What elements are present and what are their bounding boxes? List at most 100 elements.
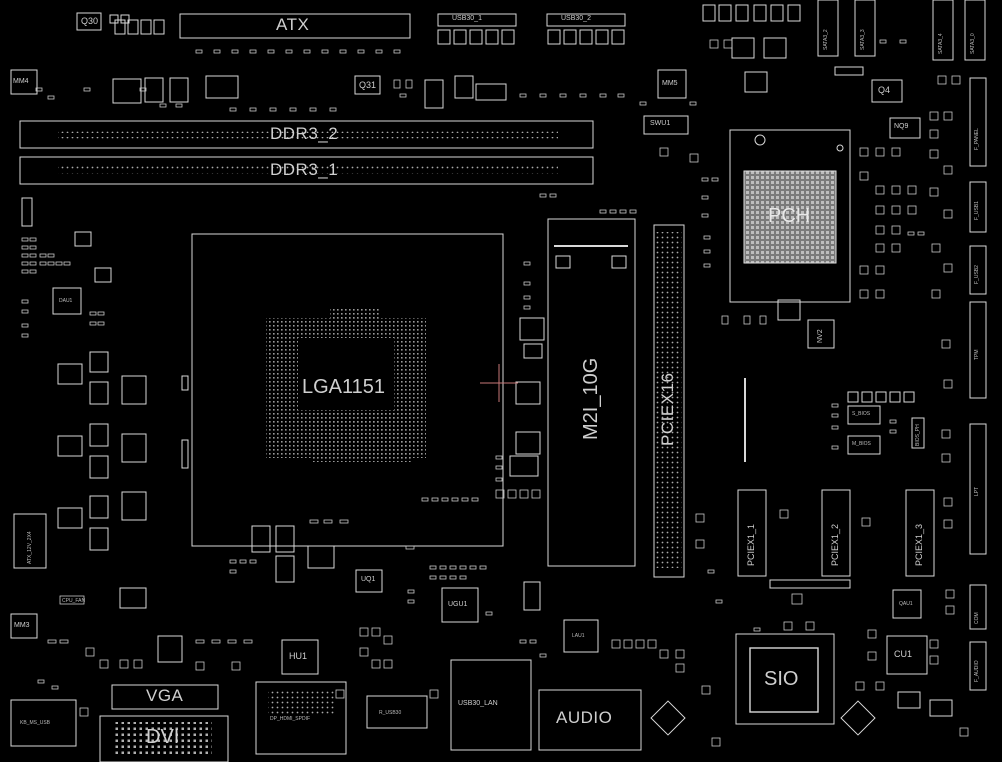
q4-component	[871, 79, 903, 103]
atx-12v-connector	[13, 513, 47, 569]
qau1-component	[892, 589, 922, 619]
m-bios-label: M_BIOS	[852, 441, 871, 447]
dp-hdmi-spdif-port	[255, 681, 347, 755]
pciex16-label: PCIEX16	[658, 372, 677, 446]
qau1-label: QAU1	[899, 601, 913, 607]
cu1-component	[886, 635, 928, 675]
vga-label: VGA	[146, 686, 184, 705]
nq9-label: NQ9	[894, 123, 909, 130]
ddr3-2-label: DDR3_2	[270, 124, 339, 143]
hu1-label: HU1	[289, 651, 308, 661]
usb30-2-header	[546, 13, 626, 27]
m2-slot-label: M2I_10G	[580, 357, 602, 440]
ddr3-2-slot	[19, 120, 594, 149]
pch-chip	[743, 170, 837, 264]
sata3-3-label: SATA3_3	[860, 29, 866, 50]
pciex1-2-label: PCIEX1_2	[830, 523, 840, 566]
q31-component	[354, 75, 381, 95]
pciex1-3-slot	[905, 489, 935, 577]
swu1-label: SWU1	[650, 120, 671, 127]
r-usb30-label: R_USB30	[379, 710, 402, 716]
f-audio-label: F_AUDIO	[974, 660, 980, 682]
pciex1-3-label: PCIEX1_3	[914, 523, 924, 566]
usb30-lan-label: USB30_LAN	[458, 700, 498, 707]
lau1-component	[563, 619, 599, 653]
dvi-port	[99, 715, 229, 762]
f-usb2-label: F_USB2	[974, 265, 980, 284]
pciex1-1-slot	[737, 489, 767, 577]
atx-12v-label: ATX_12V_2X4	[27, 531, 33, 564]
lpt-label: LPT	[974, 486, 980, 496]
lau1-label: LAU1	[572, 633, 585, 639]
mm5-label: MM5	[662, 80, 678, 87]
nq9-component	[889, 117, 921, 139]
mm3-label: MM3	[14, 622, 30, 629]
tpm-label: TPM	[974, 349, 980, 360]
usb30-1-label: USB30_1	[452, 15, 482, 22]
sata3-2-label: SATA3_2	[823, 29, 829, 50]
sata3-0-label: SATA3_0	[970, 33, 976, 54]
f-audio-header	[969, 641, 987, 691]
com-header	[969, 584, 987, 630]
uq1-component	[355, 569, 383, 593]
bios-ph-label: BIOS_PH	[915, 424, 921, 446]
f-panel-label: F_PANEL	[974, 128, 980, 150]
lpt-header	[969, 423, 987, 555]
pch-outline	[729, 129, 851, 303]
uq1-label: UQ1	[361, 576, 376, 583]
sata3-0-connector	[964, 0, 986, 61]
m-bios-chip	[847, 435, 881, 455]
usb30-lan-port	[450, 659, 532, 751]
dau1-label: DAU1	[59, 298, 73, 304]
atx-connector	[179, 13, 411, 39]
dvi-label: DVI	[146, 726, 180, 748]
tpm-header	[969, 301, 987, 399]
mm4-label: MM4	[13, 78, 29, 85]
sio-chip	[749, 647, 819, 713]
m2-slot	[547, 218, 636, 567]
vga-port	[111, 684, 219, 710]
lga1151-label: LGA1151	[302, 376, 386, 398]
cu1-label: CU1	[894, 649, 913, 659]
ddr3-1-label: DDR3_1	[270, 160, 339, 179]
cpu-fan-label: CPU_FAN	[62, 598, 86, 604]
swu1-component	[643, 115, 689, 135]
q31-label: Q31	[359, 80, 377, 90]
sata3-4-label: SATA3_4	[938, 33, 944, 54]
audio-port	[538, 689, 642, 751]
q4-label: Q4	[878, 85, 891, 95]
kb-ms-usb-label: KB_MS_USB	[20, 720, 51, 726]
cpu-socket-outline	[191, 233, 504, 547]
ugu1-component	[441, 587, 479, 623]
usb30-2-label: USB30_2	[561, 15, 591, 22]
s-bios-chip	[847, 405, 881, 425]
ugu1-label: UGU1	[448, 601, 468, 608]
f-panel-header	[969, 77, 987, 167]
hu1-component	[281, 639, 319, 675]
pch-label: PCH	[768, 205, 811, 227]
mm3-component	[10, 613, 38, 639]
ddr3-1-slot	[19, 156, 594, 185]
sio-label: SIO	[764, 668, 799, 690]
dau1-component	[52, 287, 82, 315]
dp-hdmi-spdif-label: DP_HDMI_SPDIF	[270, 716, 311, 722]
sio-outline	[735, 633, 835, 725]
r-usb30-port	[366, 695, 428, 729]
f-usb2-header	[969, 245, 987, 295]
sata3-4-connector	[932, 0, 954, 61]
f-usb1-label: F_USB1	[974, 201, 980, 220]
s-bios-label: S_BIOS	[852, 411, 871, 417]
pciex1-2-slot	[821, 489, 851, 577]
pciex16-slot	[653, 224, 685, 578]
nv2-label: NV2	[817, 329, 824, 343]
ks-ms-usb-port	[10, 699, 77, 747]
q30-label: Q30	[81, 16, 99, 26]
audio-label: AUDIO	[556, 708, 613, 727]
sata3-2-connector	[817, 0, 839, 57]
pciex1-1-label: PCIEX1_1	[746, 523, 756, 566]
mm5-component	[657, 69, 687, 99]
mm4-component	[10, 69, 38, 95]
usb30-1-header	[437, 13, 517, 27]
atx-label: ATX	[276, 15, 310, 34]
